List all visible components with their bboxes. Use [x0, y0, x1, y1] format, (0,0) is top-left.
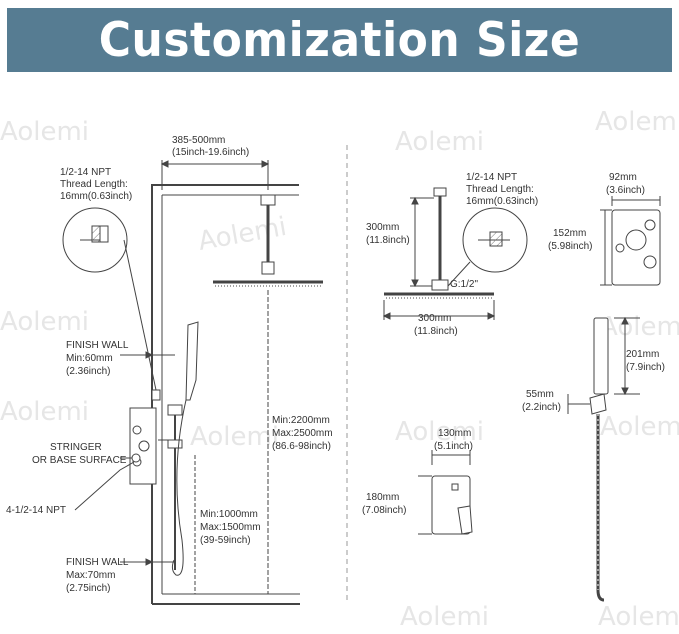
thread-g: G:1/2" [450, 279, 478, 290]
watermarks: Aolemi Aolemi Aolemi Aolemi Aolemi Aolem… [0, 107, 679, 632]
hand-length-in: (7.9inch) [626, 362, 665, 373]
watermark-text: Aolemi [395, 127, 484, 157]
arm-range-mm: 385-500mm [172, 135, 225, 146]
npt-bottom-label: 4-1/2-14 NPT [6, 505, 66, 516]
arm-mm: 300mm [366, 222, 399, 233]
finish-wall-bottom-in: (2.75inch) [66, 583, 110, 594]
npt-thread: Thread Length: [466, 184, 534, 195]
watermark-text: Aolemi [400, 602, 489, 632]
plate-width-mm: 130mm [438, 428, 471, 439]
head-mm: 300mm [418, 313, 451, 324]
npt-thread: Thread Length: [60, 179, 128, 190]
banner-title: Customization Size [98, 12, 581, 68]
watermark-text: Aolemi [0, 117, 89, 147]
arm-range-in: (15inch-19.6inch) [172, 147, 249, 158]
height-in: (86.6-98inch) [272, 441, 331, 452]
npt-title: 1/2-14 NPT [466, 172, 517, 183]
npt-length: 16mm(0.63inch) [466, 196, 538, 207]
left-labels: 385-500mm (15inch-19.6inch) 1/2-14 NPT T… [6, 135, 333, 594]
right-component-drawing [382, 187, 661, 602]
watermark-text: Aolemi [600, 312, 679, 342]
holder-in: (2.2inch) [522, 402, 561, 413]
valve-height-in: (5.98inch) [548, 241, 592, 252]
watermark-text: Aolemi [190, 422, 279, 452]
slide-in: (39-59inch) [200, 535, 251, 546]
right-labels: 300mm (11.8inch) 1/2-14 NPT Thread Lengt… [362, 172, 665, 516]
left-installation-drawing [62, 160, 323, 605]
holder-mm: 55mm [526, 389, 554, 400]
watermark-text: Aolemi [595, 107, 679, 137]
valve-width-mm: 92mm [609, 172, 637, 183]
watermark-text: Aolemi [0, 397, 89, 427]
height-min: Min:2200mm [272, 415, 330, 426]
slide-min: Min:1000mm [200, 509, 258, 520]
plate-height-mm: 180mm [366, 492, 399, 503]
finish-wall-top-title: FINISH WALL [66, 340, 129, 351]
watermark-text: Aolemi [0, 307, 89, 337]
npt-title: 1/2-14 NPT [60, 167, 111, 178]
slide-max: Max:1500mm [200, 522, 261, 533]
npt-length: 16mm(0.63inch) [60, 191, 132, 202]
watermark-text: Aolemi [395, 417, 484, 447]
watermark-text: Aolemi [598, 602, 679, 632]
height-max: Max:2500mm [272, 428, 333, 439]
valve-height-mm: 152mm [553, 228, 586, 239]
arm-in: (11.8inch) [366, 235, 410, 246]
head-in: (11.8inch) [414, 326, 458, 337]
finish-wall-top-in: (2.36inch) [66, 366, 110, 377]
stringer-label-1: STRINGER [50, 442, 102, 453]
plate-height-in: (7.08inch) [362, 505, 406, 516]
finish-wall-bottom-max: Max:70mm [66, 570, 115, 581]
plate-width-in: (5.1inch) [434, 441, 473, 452]
title-banner: Customization Size [7, 8, 672, 72]
hand-length-mm: 201mm [626, 349, 659, 360]
watermark-text: Aolemi [196, 212, 289, 257]
finish-wall-bottom-title: FINISH WALL [66, 557, 129, 568]
watermark-text: Aolemi [600, 412, 679, 442]
valve-width-in: (3.6inch) [606, 185, 645, 196]
stringer-label-2: OR BASE SURFACE [32, 455, 127, 466]
finish-wall-top-min: Min:60mm [66, 353, 113, 364]
